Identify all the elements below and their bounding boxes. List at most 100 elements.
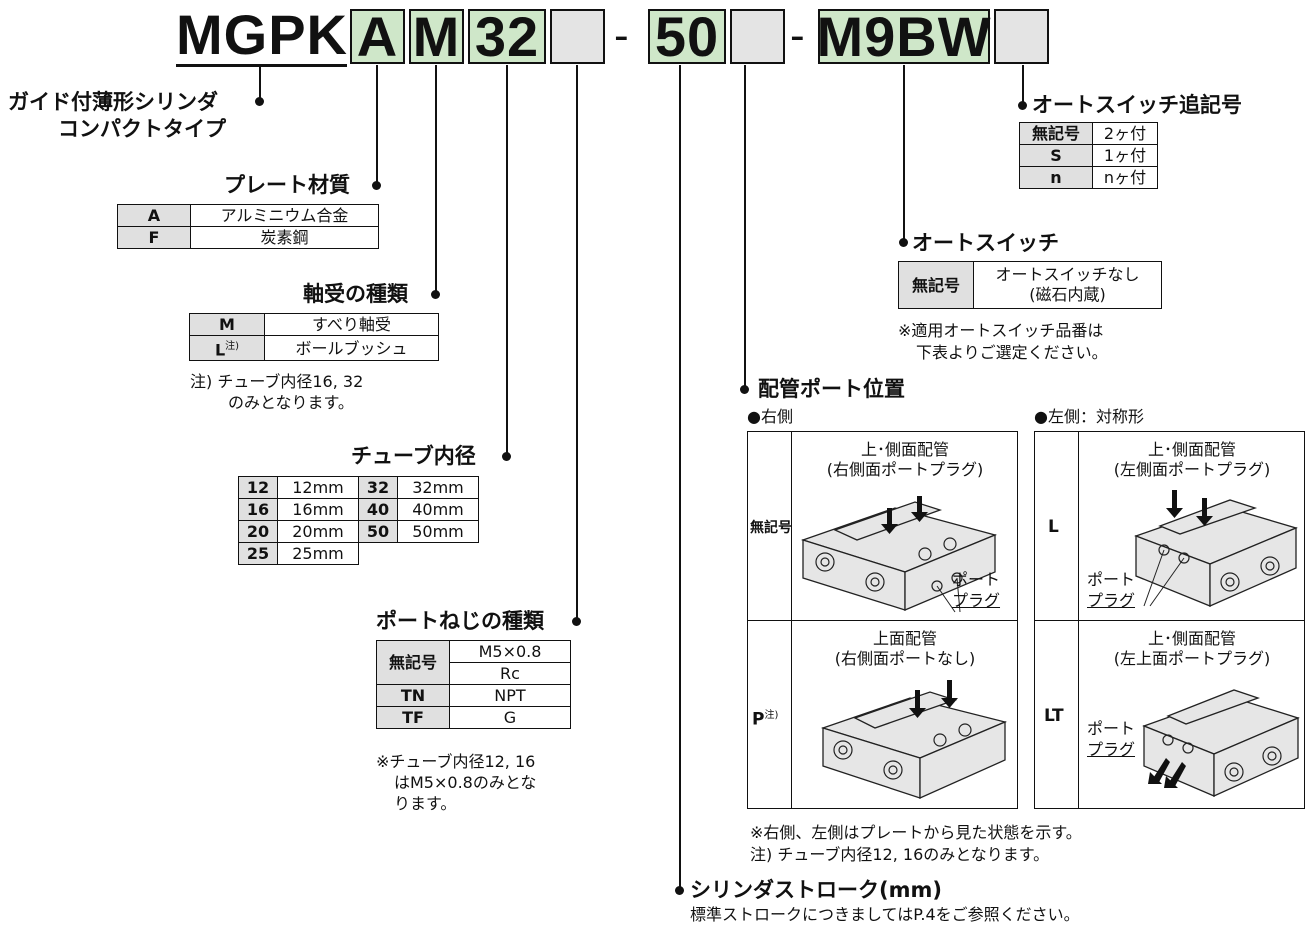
table-cell: 20mm [277, 520, 359, 543]
cylinder-type-line2: コンパクトタイプ [58, 117, 226, 141]
piping-code-l: L [1048, 517, 1059, 537]
leader-plate-dot [372, 181, 381, 190]
auto-switch-title: オートスイッチ [912, 231, 1059, 255]
table-cell: 32mm [397, 476, 479, 499]
table-cell: 無記号 [1019, 122, 1093, 145]
cylinder-illustration-top-only [820, 680, 1008, 800]
bore-code: 32 [474, 4, 540, 68]
table-row: M すべり軸受 [189, 313, 439, 336]
table-cell: A [117, 204, 191, 227]
note-marker: 注) [764, 710, 779, 721]
table-cell: M5×0.8 [449, 640, 571, 663]
port-thread-code-box [550, 9, 605, 64]
table-cell: NPT [449, 684, 571, 707]
port-label-1: ポート [952, 570, 1001, 589]
caption: 上･側面配管(左上面ポートプラグ) [1079, 629, 1305, 669]
caption-line-2: (左側面ポートプラグ) [1113, 460, 1271, 479]
empty-cell [398, 543, 479, 565]
table-cell: 50mm [397, 520, 479, 543]
leader-stroke [679, 65, 681, 890]
plate-material-title: プレート材質 [224, 173, 350, 197]
caption-line-1: 上･側面配管 [1147, 440, 1236, 459]
table-cell: 2ヶ付 [1092, 122, 1158, 145]
table-cell: TN [376, 684, 450, 707]
table-cell: n [1019, 166, 1093, 189]
piping-code-box [730, 9, 785, 64]
caption: 上･側面配管(左側面ポートプラグ) [1079, 440, 1305, 480]
table-row: L注)ボールブッシュ [189, 334, 439, 362]
table-cell: すべり軸受 [264, 313, 439, 336]
table-cell: 40mm [397, 498, 479, 521]
piping-code-none: 無記号 [750, 520, 792, 536]
table-cell: 16mm [277, 498, 359, 521]
bearing-code-box: M [409, 4, 464, 68]
leader-type-dot [255, 97, 264, 106]
table-cell: アルミニウム合金 [190, 204, 379, 227]
table-cell: 25mm [277, 542, 359, 565]
table-cell: オートスイッチなし (磁石内蔵) [973, 261, 1162, 309]
dash-2: - [790, 11, 805, 60]
table-cell: G [449, 706, 571, 729]
table-row: Rc [377, 662, 571, 685]
auto-switch-note-2: 下表よりご選定ください。 [916, 343, 1108, 362]
piping-note-2: 注) チューブ内径12, 16のみとなります。 [750, 845, 1050, 864]
piping-left-label: ●左側：対称形 [1034, 407, 1144, 426]
note-marker: 注) [225, 341, 240, 352]
leader-piping-dot [740, 385, 749, 394]
auto-switch-note-1: ※適用オートスイッチ品番は [898, 321, 1104, 340]
table-cell: 無記号 [376, 640, 450, 685]
switch-count-code-box [994, 9, 1049, 64]
piping-right-label: ●右側 [747, 407, 793, 426]
table-cell: 16 [238, 498, 278, 521]
leader-piping [744, 65, 746, 389]
bearing-code-m: M [219, 315, 235, 334]
divider [1034, 620, 1305, 621]
caption: 上面配管(右側面ポートなし) [792, 629, 1018, 669]
table-cell: 32 [358, 476, 398, 499]
leader-bore [506, 65, 508, 456]
table-cell: S [1019, 144, 1093, 167]
tube-bore-title: チューブ内径 [351, 444, 476, 468]
prefix-underline [176, 64, 347, 67]
caption-line-1: 上面配管 [872, 629, 937, 648]
port-thread-title: ポートねじの種類 [376, 609, 544, 633]
leader-bearing [435, 65, 437, 294]
bearing-type-title: 軸受の種類 [303, 282, 408, 306]
plug-label-1: プラグ [952, 591, 1001, 610]
bearing-type-table: M すべり軸受 L注)ボールブッシュ [189, 313, 439, 362]
caption: 上･側面配管(右側面ポートプラグ) [792, 440, 1018, 480]
table-cell: ボールブッシュ [264, 334, 439, 362]
piping-code-p: P注) [752, 706, 778, 730]
plate-code: A [356, 4, 399, 68]
table-cell: M [189, 313, 265, 336]
caption-line-2: (右側面ポートプラグ) [826, 460, 984, 479]
leader-switch [903, 65, 905, 242]
divider [747, 620, 1018, 621]
caption-line-1: 上･側面配管 [860, 440, 949, 459]
bearing-note-1: 注) チューブ内径16, 32 [190, 372, 364, 391]
leader-type [259, 67, 261, 101]
port-thread-note-1: ※チューブ内径12, 16 [376, 752, 536, 771]
table-cell: 12 [238, 476, 278, 499]
bearing-note-2: のみとなります。 [228, 393, 354, 412]
table-cell: L注) [189, 334, 265, 362]
leader-switch-suffix [1022, 65, 1024, 105]
table-cell: F [117, 226, 191, 249]
table-cell: 無記号 [898, 261, 974, 309]
auto-switch-value-1: オートスイッチなし [995, 265, 1140, 284]
bearing-code: M [412, 4, 461, 68]
